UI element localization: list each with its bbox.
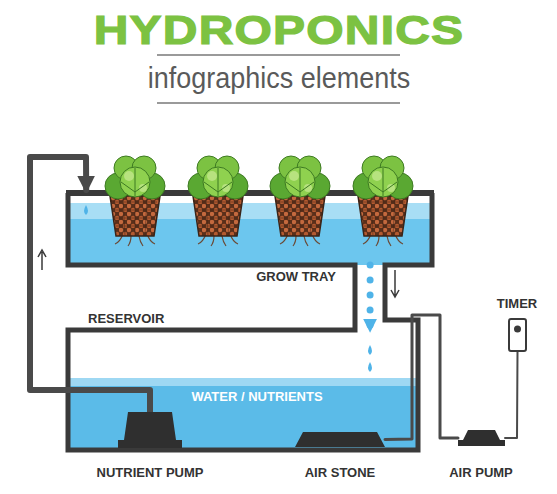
nutrient-pump-shape <box>118 412 182 448</box>
air-pump-shape <box>458 430 505 446</box>
flow-arrow <box>391 270 399 297</box>
label-text: AIR STONE <box>305 465 376 480</box>
label-text: AIR PUMP <box>449 465 513 480</box>
pipe-connector <box>385 315 458 440</box>
air-pump: AIR PUMP <box>458 430 505 446</box>
label-text: GROW TRAY <box>256 269 336 284</box>
pipe-connector <box>30 157 150 412</box>
water-drop <box>368 345 372 372</box>
air-stone-shape <box>295 432 385 447</box>
rule-line <box>157 102 400 104</box>
plant <box>353 156 413 246</box>
plant <box>105 156 165 246</box>
subtitle-text: infographics elements <box>148 62 410 95</box>
flow-arrow <box>38 250 46 270</box>
nutrient-pump: NUTRIENT PUMP <box>118 412 182 448</box>
reservoir: RESERVOIRWATER / NUTRIENTSNUTRIENT PUMPA… <box>68 330 418 450</box>
rule-line <box>157 54 400 56</box>
plant <box>188 156 248 246</box>
plant <box>270 156 330 246</box>
title-text: HYDROPONICS <box>94 8 465 53</box>
label-text: WATER / NUTRIENTS <box>191 389 322 404</box>
water-drop <box>84 205 88 215</box>
label-text: TIMER <box>497 296 537 311</box>
air-stone: AIR STONE <box>295 432 385 447</box>
label-text: NUTRIENT PUMP <box>97 465 204 480</box>
timer-shape <box>508 318 527 352</box>
pipe-connector <box>367 265 374 330</box>
pipe-connector <box>505 352 518 438</box>
grow-tray: GROW TRAY <box>68 190 432 265</box>
reservoir-water-top <box>68 378 418 386</box>
timer: TIMER <box>508 318 527 352</box>
label-text: RESERVOIR <box>88 311 164 326</box>
